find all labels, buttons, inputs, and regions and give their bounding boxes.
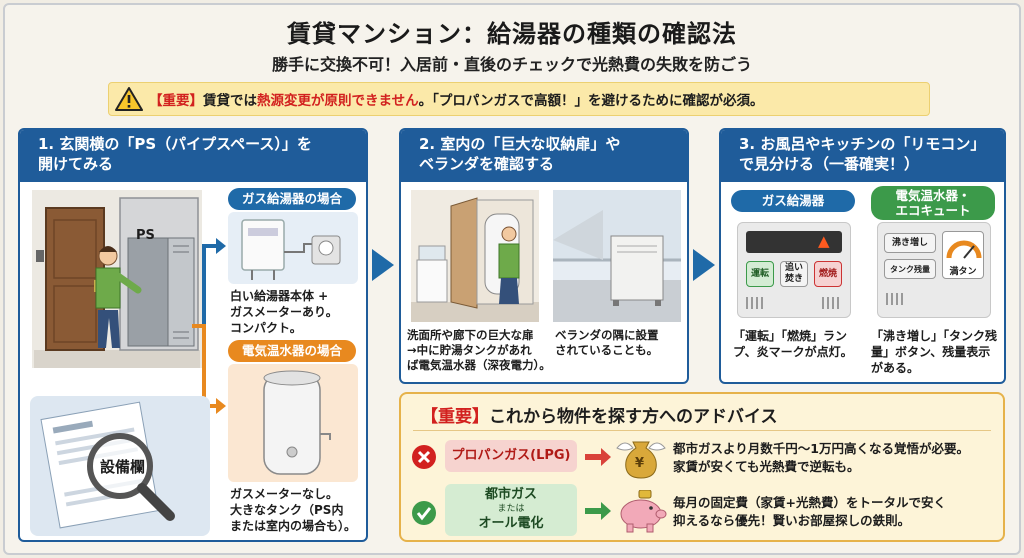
all-electric-label: オール電化 [478,516,544,531]
red-arrow-icon [585,448,611,466]
balcony-description: ベランダの隅に設置 されていることも。 [555,328,659,357]
equipment-column-label: 設備欄 [100,458,146,476]
flame-icon: ▲ [818,232,830,250]
electric-heater-remote-pill: 電気温水器・ エコキュート [871,186,995,220]
speaker-grille-right [822,297,842,309]
flying-money-bag-icon [616,441,666,479]
boost-heat-button: 沸き増し [884,233,936,253]
speaker-grille-elec [886,293,906,305]
gas-remote-illustration: ▲ 運転 追い 焚き 燃焼 [737,222,851,318]
tank-gauge-icon: 満タン [942,231,984,279]
advice-heading: 【重要】これから物件を探す方へのアドバイス [421,402,778,427]
advice-tag: 【重要】 [421,407,489,427]
gas-heater-description: 白い給湯器本体 + ガスメーターあり。 コンパクト。 [230,289,338,335]
green-arrow-icon [585,502,611,520]
electric-remote-description: 「沸き増し」「タンク残 量」ボタン、残量表示 がある。 [871,329,998,375]
balcony-heater-illustration [553,190,681,322]
gas-remote-display [746,231,842,253]
storage-description: 洗面所や廊下の巨大な扉 →中に貯湯タンクがあれ ば電気温水器（深夜電力）。 [407,328,551,372]
run-button: 運転 [746,261,774,287]
electric-remote-illustration: 沸き増し タンク残量 満タン [877,222,991,318]
electric-heater-description: ガスメーターなし。 大きなタンク（PS内 または室内の場合も）。 [230,487,357,533]
speaker-grille [746,297,766,309]
propane-gas-label: プロパンガス(LPG) [445,440,577,472]
storage-closet-illustration [411,190,539,322]
warning-text-2: 。「プロパンガスで高額！」を避けるために確認が必須。 [418,93,764,109]
warning-tag: 【重要】 [149,93,203,109]
page-subtitle: 勝手に交換不可！入居前・直後のチェックで光熱費の失敗を防ごう [271,55,752,74]
propane-advice-text: 都市ガスより月数千円～1万円高くなる覚悟が必要。 家賃が安くても光熱費で逆転も。 [673,441,969,474]
warning-banner: 【重要】 賃貸では 熱源変更が原則できません 。「プロパンガスで高額！」を避ける… [108,82,930,116]
panel3-title: 3. お風呂やキッチンの「リモコン」 で見分ける（一番確実！） [721,130,1004,182]
advice-box: 【重要】これから物件を探す方へのアドバイス プロパンガス(LPG) ¥ 都市ガス… [399,392,1005,542]
or-label: または [497,504,525,514]
advice-title: これから物件を探す方へのアドバイス [489,407,778,427]
piggy-bank-icon [620,490,667,533]
city-gas-or-all-electric-label: 都市ガス または オール電化 [445,484,577,536]
page-title: 賃貸マンション：給湯器の種類の確認法 [287,20,737,48]
electric-heater-case-pill: 電気温水器の場合 [228,340,356,362]
check-icon [412,501,436,525]
yen-symbol: ¥ [635,456,645,471]
panel-storage-check: 2. 室内の「巨大な収納扉」や ベランダを確認する 洗面所や廊下の巨大な扉 →中… [399,128,689,384]
full-tank-label: 満タン [949,267,977,277]
gas-remote-description: 「運転」「燃焼」ラン プ、炎マークが点灯。 [733,329,853,359]
gas-heater-case-pill: ガス給湯器の場合 [228,188,356,210]
cross-icon [412,445,436,469]
combustion-button: 燃焼 [814,261,842,287]
warning-icon [115,87,143,111]
ps-label: PS [136,228,155,243]
gas-water-heater-icon [228,212,358,284]
advice-divider [413,430,991,431]
warning-highlight: 熱源変更が原則できません [257,93,419,109]
panel1-title: 1. 玄関横の「PS（パイプスペース）」を 開けてみる [20,130,366,182]
recommended-advice-text: 毎月の固定費（家賃+光熱費）をトータルで安く 抑えるなら優先！賢いお部屋探しの鉄… [673,495,946,528]
step-arrow-1 [372,249,394,281]
entrance-ps-illustration [32,190,202,368]
gas-heater-remote-pill: ガス給湯器 [731,190,855,212]
tank-level-button: タンク残量 [884,259,936,279]
step-arrow-2 [693,249,715,281]
warning-text-1: 賃貸では [203,93,257,109]
branch-arrows [192,238,226,414]
panel-remote-check: 3. お風呂やキッチンの「リモコン」 で見分ける（一番確実！） ガス給湯器 電気… [719,128,1006,384]
panel2-title: 2. 室内の「巨大な収納扉」や ベランダを確認する [401,130,687,182]
electric-water-heater-icon [228,364,358,482]
panel-ps-check: 1. 玄関横の「PS（パイプスペース）」を 開けてみる PS ガス給湯器の場合 [18,128,368,542]
reheat-button: 追い 焚き [780,261,808,287]
equipment-document-icon [30,396,210,536]
city-gas-label: 都市ガス [484,487,537,502]
